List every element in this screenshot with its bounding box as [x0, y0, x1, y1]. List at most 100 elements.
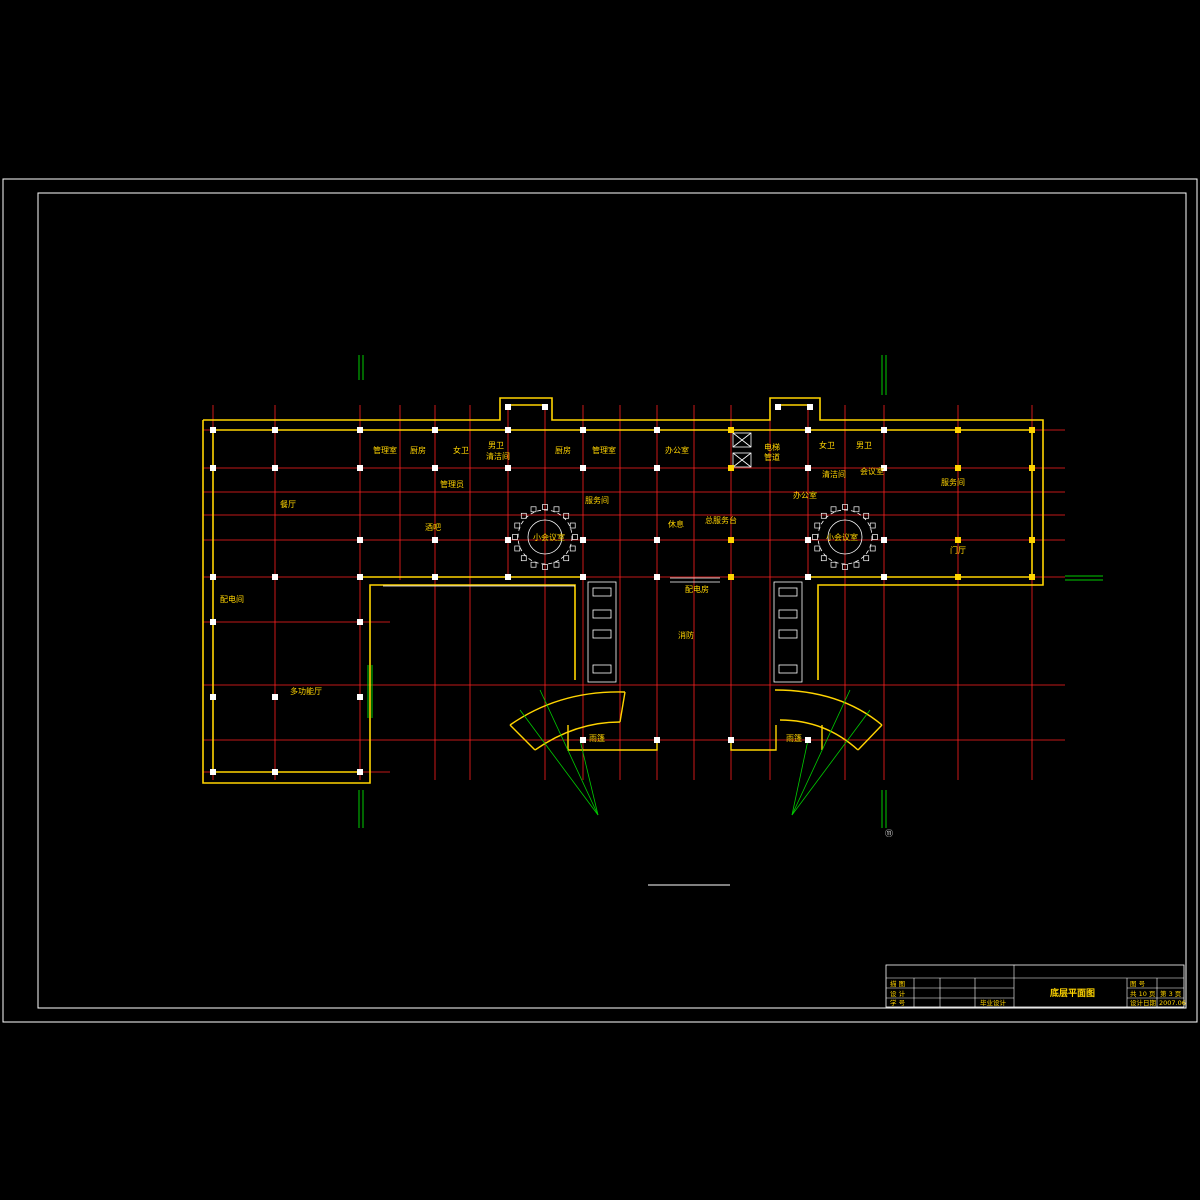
column-57 [807, 404, 813, 410]
column-41 [728, 574, 734, 580]
label-room-c: 女卫 [453, 445, 469, 455]
column-25 [432, 537, 438, 543]
label-room-ac: 多功能厅 [290, 686, 322, 696]
label-room-n: 会议室 [860, 466, 884, 476]
tb-right-row2-value: 第 3 页 [1160, 989, 1182, 998]
tb-right-row3-value: 2007.06 [1159, 999, 1186, 1007]
column-52 [272, 769, 278, 775]
column-18 [654, 465, 660, 471]
column-27 [580, 537, 586, 543]
label-room-a: 管理室 [373, 445, 397, 455]
elevator-shafts [732, 432, 752, 468]
round-table-left [517, 509, 573, 565]
column-55 [542, 404, 548, 410]
chair-1-9 [814, 522, 821, 529]
column-61 [805, 737, 811, 743]
chair-0-3 [553, 561, 560, 568]
chair-0-15 [569, 522, 576, 529]
room-labels: 管理室 厨房 女卫 男卫 清洁间 厨房 管理室 办公室 电梯 管道 女卫 男卫 … [220, 440, 966, 838]
chair-1-5 [830, 561, 837, 568]
label-room-z: 配电房 [685, 584, 709, 594]
label-room-j: 管道 [764, 452, 780, 462]
column-59 [654, 737, 660, 743]
label-room-ae: 雨篷 [786, 733, 802, 743]
column-15 [432, 465, 438, 471]
column-4 [505, 427, 511, 433]
column-21 [881, 465, 887, 471]
tb-course: 毕业设计 [980, 998, 1007, 1007]
column-28 [654, 537, 660, 543]
chair-1-15 [869, 522, 876, 529]
label-room-w: 休息 [668, 519, 684, 529]
label-room-o: 管理员 [440, 479, 464, 489]
column-20 [805, 465, 811, 471]
column-0 [210, 427, 216, 433]
column-29 [728, 537, 734, 543]
column-34 [210, 574, 216, 580]
chair-0-12 [542, 504, 548, 510]
label-room-s: 办公室 [793, 490, 817, 500]
column-31 [881, 537, 887, 543]
column-7 [728, 427, 734, 433]
column-47 [357, 619, 363, 625]
tb-row1-label: 描 图 [890, 979, 905, 988]
column-53 [357, 769, 363, 775]
label-room-v: 小会议室 [826, 532, 858, 542]
label-room-g: 管理室 [592, 445, 616, 455]
column-9 [881, 427, 887, 433]
structural-columns [210, 404, 1035, 775]
chair-1-12 [842, 504, 848, 510]
column-32 [955, 537, 961, 543]
label-room-q: 酒吧 [425, 523, 441, 532]
column-54 [505, 404, 511, 410]
chair-1-7 [814, 545, 821, 552]
column-46 [210, 619, 216, 625]
axis-mark-label: ⑪ [885, 829, 893, 838]
column-56 [775, 404, 781, 410]
tb-row2-label: 设 计 [890, 989, 906, 998]
label-room-p: 餐厅 [280, 500, 296, 509]
chair-0-13 [553, 506, 560, 513]
chair-1-1 [869, 545, 876, 552]
chair-1-8 [812, 534, 818, 540]
column-23 [1029, 465, 1035, 471]
column-38 [505, 574, 511, 580]
chair-1-2 [863, 555, 870, 562]
round-table-right [817, 509, 873, 565]
chair-1-3 [853, 561, 860, 568]
column-60 [728, 737, 734, 743]
drawing-title: 底层平面图 [1050, 987, 1095, 999]
chair-0-0 [572, 534, 578, 540]
label-room-m: 清洁间 [822, 469, 846, 479]
label-room-k: 女卫 [819, 440, 835, 450]
exterior-walls [202, 397, 1044, 784]
column-44 [955, 574, 961, 580]
label-room-b: 厨房 [410, 445, 426, 455]
label-room-e: 清洁间 [486, 451, 510, 461]
column-39 [580, 574, 586, 580]
column-37 [432, 574, 438, 580]
lobby-furniture [383, 577, 803, 683]
label-room-aa: 消防 [678, 630, 694, 640]
tb-row3-label: 学 号 [890, 998, 906, 1007]
column-36 [357, 574, 363, 580]
chair-0-8 [512, 534, 518, 540]
column-42 [805, 574, 811, 580]
column-26 [505, 537, 511, 543]
label-room-x: 总服务台 [705, 515, 737, 525]
column-49 [272, 694, 278, 700]
chair-0-9 [514, 522, 521, 529]
column-6 [654, 427, 660, 433]
label-room-ab: 配电间 [220, 594, 244, 604]
sight-lines [519, 689, 871, 816]
label-room-d: 男卫 [488, 441, 504, 450]
chair-0-14 [563, 512, 570, 519]
column-1 [272, 427, 278, 433]
label-room-t: 服务间 [941, 477, 965, 487]
tb-right-row2-label: 共 10 页 [1130, 989, 1156, 998]
column-22 [955, 465, 961, 471]
column-19 [728, 465, 734, 471]
chair-0-11 [530, 506, 537, 513]
sheet-outer-frame [2, 178, 1198, 1023]
